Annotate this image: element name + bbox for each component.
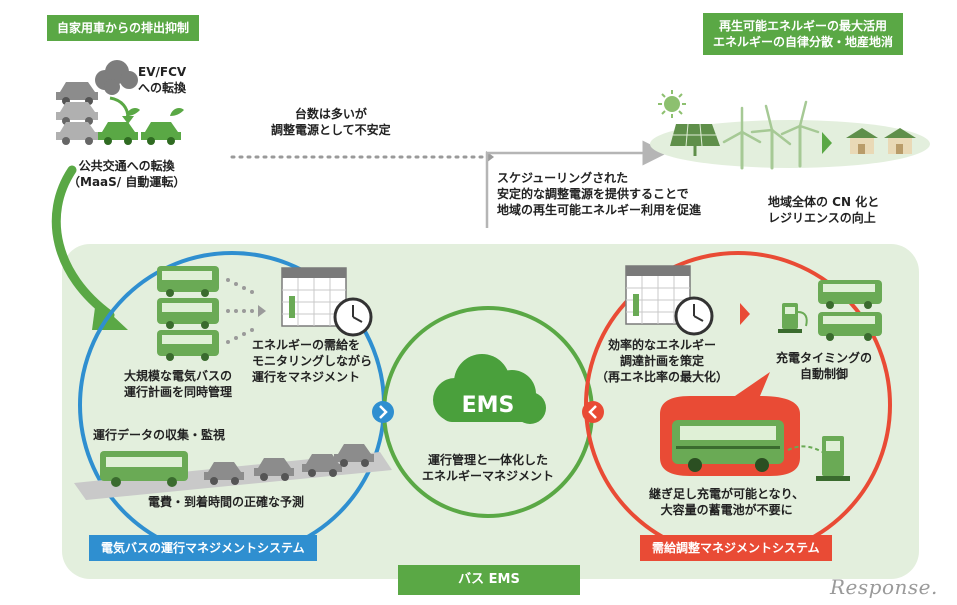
text-line: 地域全体の CN 化と — [768, 195, 880, 209]
clock-icon — [333, 297, 373, 337]
tag-line: 再生可能エネルギーの最大活用 — [719, 19, 888, 33]
charger-icon — [778, 303, 808, 333]
bus-icon — [100, 451, 188, 487]
ems-cloud-icon — [433, 354, 546, 424]
gasoline-car-icon — [56, 102, 98, 125]
text-line: レジリエンスの向上 — [768, 211, 876, 225]
scheduling-arrow — [485, 140, 668, 228]
text-line: 調達計画を策定 — [620, 354, 705, 368]
ems-label: EMS — [462, 393, 515, 418]
electric-car-icon — [98, 108, 140, 145]
text-line: スケジューリングされた — [497, 171, 629, 185]
car-icon — [254, 458, 294, 481]
bus-operation-system-label: 電気バスの運行マネジメントシステム — [89, 535, 317, 561]
triangle-arrow-icon — [822, 132, 832, 154]
text-line: 充電タイミングの — [776, 351, 873, 365]
text-line: 調整電源として不安定 — [271, 123, 391, 137]
scheduling-note: スケジューリングされた 安定的な調整電源を提供することで 地域の再生可能エネルギ… — [497, 170, 701, 218]
text-line: 台数は多いが — [294, 107, 367, 121]
text-line: 運行をマネジメント — [252, 370, 361, 384]
data-flow-dots — [226, 278, 266, 344]
bus-ems-tag: バス EMS — [398, 565, 580, 595]
tag-private-car-emission: 自家用車からの排出抑制 — [47, 15, 200, 41]
wind-turbine-icon — [722, 106, 762, 170]
tag-renewable-energy: 再生可能エネルギーの最大活用 エネルギーの自律分散・地産地消 — [703, 13, 904, 55]
efficient-plan-text: 効率的なエネルギー 調達計画を策定 （再エネ比率の最大化） — [596, 337, 728, 385]
prediction-text: 電費・到着時間の正確な予測 — [148, 495, 305, 509]
text-line: エネルギーマネジメント — [421, 469, 554, 483]
top-up-charging-text: 継ぎ足し充電が可能となり、 大容量の蓄電池が不要に — [649, 486, 804, 518]
supply-demand-system-label: 需給調整マネジメントシステム — [640, 535, 832, 561]
text-line: モニタリングしながら — [252, 354, 373, 368]
car-icon — [334, 444, 374, 467]
bus-icon — [157, 330, 219, 361]
public-transport-text: 公共交通への転換 （MaaS/ 自動運転） — [68, 158, 185, 190]
house-solar-icon — [846, 128, 878, 154]
text-line: エネルギーの需給を — [252, 338, 361, 352]
text-line: 運行計画を同時管理 — [124, 385, 233, 399]
wind-turbine-icon — [750, 104, 792, 170]
text-line: 自動制御 — [800, 367, 849, 381]
chevron-right-icon — [372, 401, 394, 423]
text-line: 大規模な電気バスの — [124, 369, 233, 383]
text-line: 継ぎ足し充電が可能となり、 — [649, 487, 805, 501]
bus-icon — [818, 280, 882, 309]
monitoring-text: エネルギーの需給を モニタリングしながら 運行をマネジメント — [252, 337, 372, 385]
exhaust-cloud-icon — [95, 60, 138, 95]
text-line: （再エネ比率の最大化） — [596, 370, 729, 384]
response-logo: Response. — [830, 575, 938, 599]
house-solar-icon — [884, 128, 916, 154]
unstable-note: 台数は多いが 調整電源として不安定 — [271, 106, 391, 138]
bus-icon — [157, 298, 219, 329]
text-line: 安定的な調整電源を提供することで — [497, 187, 689, 201]
car-icon — [302, 454, 342, 477]
bus-icon — [818, 312, 882, 341]
text-line: 効率的なエネルギー — [608, 338, 717, 352]
text-line: （MaaS/ 自動運転） — [68, 175, 186, 189]
text-line: 地域の再生可能エネルギー利用を促進 — [497, 203, 702, 217]
text-line: への転換 — [138, 81, 187, 95]
ems-caption: 運行管理と一体化した エネルギーマネジメント — [418, 452, 558, 484]
conversion-arrow-icon — [109, 96, 130, 119]
text-line: 運行管理と一体化した — [427, 453, 548, 467]
sun-icon — [658, 90, 686, 118]
electric-car-icon — [141, 108, 184, 145]
text-line: 大容量の蓄電池が不要に — [660, 503, 793, 517]
clock-icon — [674, 296, 714, 336]
triangle-arrow-icon — [740, 303, 750, 325]
charging-timing-text: 充電タイミングの 自動制御 — [776, 350, 872, 382]
car-icon — [204, 462, 244, 485]
solar-panel-icon — [670, 123, 720, 156]
regional-note: 地域全体の CN 化と レジリエンスの向上 — [768, 194, 879, 226]
charger-icon — [787, 436, 850, 481]
gasoline-car-icon — [56, 122, 98, 145]
wind-turbine-icon — [780, 100, 820, 168]
ev-fcv-text: EV/FCV への転換 — [138, 64, 186, 96]
bus-icon — [157, 266, 219, 297]
chevron-left-icon — [582, 401, 604, 423]
tag-line: エネルギーの自律分散・地産地消 — [713, 35, 894, 49]
text-line: EV/FCV — [138, 65, 187, 79]
text-line: 公共交通への転換 — [78, 159, 175, 173]
large-scale-text: 大規模な電気バスの 運行計画を同時管理 — [124, 368, 232, 400]
data-collection-text: 運行データの収集・監視 — [93, 428, 226, 442]
modal-shift-arrow — [51, 165, 115, 320]
gasoline-car-icon — [56, 82, 98, 105]
large-bus-icon — [672, 420, 784, 472]
